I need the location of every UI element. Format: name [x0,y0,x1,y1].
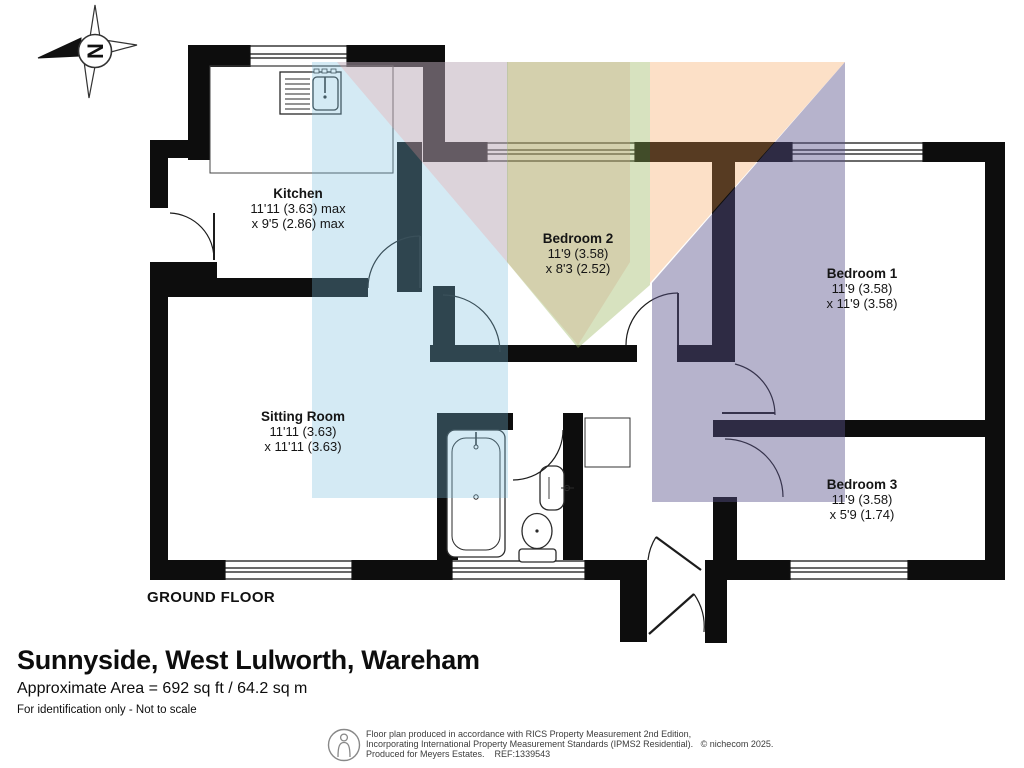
room-label-bedroom2: Bedroom 2 11'9 (3.58) x 8'3 (2.52) [543,231,614,276]
floor-label: GROUND FLOOR [147,589,276,606]
room-dim: 11'11 (3.63) max [250,201,346,216]
window-bedroom2 [486,142,636,162]
room-label-bedroom3: Bedroom 3 11'9 (3.58) x 5'9 (1.74) [827,477,898,522]
window-bathroom [451,560,586,580]
fixtures [209,65,631,563]
room-name: Bedroom 3 [826,477,898,492]
approximate-area: Approximate Area = 692 sq ft / 64.2 sq m [17,680,308,697]
watermark-purple [652,62,845,502]
footer-rics-line: Floor plan produced in accordance with R… [366,729,692,739]
kitchen-counter [209,65,394,174]
window-sitting-room [224,560,353,580]
watermark-green [507,62,650,348]
window-bedroom3 [789,560,909,580]
door-swings [169,212,784,635]
basin-icon [539,465,574,511]
room-label-sitting-room: Sitting Room 11'11 (3.63) x 11'11 (3.63) [261,409,345,454]
room-dim: x 5'9 (1.74) [829,507,895,522]
room-dim: 11'9 (3.58) [547,246,609,261]
room-label-kitchen: Kitchen 11'11 (3.63) max x 9'5 (2.86) ma… [250,186,345,231]
footer-ref-line: Produced for Meyers Estates. REF:1339543 [366,749,551,759]
window-bedroom1 [791,142,924,162]
bathtub-icon [446,429,506,558]
room-dim: x 11'11 (3.63) [264,439,342,454]
room-name: Sitting Room [261,409,345,424]
nichecom-person-icon [327,728,361,762]
page-title: Sunnyside, West Lulworth, Wareham [17,645,480,675]
disclaimer: For identification only - Not to scale [17,704,197,716]
toilet-icon [518,512,557,563]
room-dim: 11'9 (3.58) [831,281,893,296]
floorplan-drawing: N [37,4,1005,643]
room-label-bedroom1: Bedroom 1 11'9 (3.58) x 11'9 (3.58) [827,266,898,311]
room-dim: x 11'9 (3.58) [826,296,898,311]
watermark-pink [337,62,630,345]
room-dim: x 9'5 (2.86) max [251,216,345,231]
watermark-chevrons [312,62,845,502]
room-dim: 11'11 (3.63) [269,424,337,439]
watermark-blue [312,62,508,498]
door-openings [150,210,737,580]
kitchen-sink-icon [279,68,342,115]
footer-ipms-line: Incorporating International Property Mea… [366,739,774,749]
compass-north-label: N [83,43,108,59]
cupboard [584,417,631,468]
watermark-orange [650,62,845,283]
north-compass-icon: N [37,4,138,99]
room-dim: x 8'3 (2.52) [545,261,611,276]
room-dim: 11'9 (3.58) [831,492,893,507]
room-name: Kitchen [273,186,323,201]
room-name: Bedroom 2 [542,231,614,246]
room-name: Bedroom 1 [826,266,898,281]
